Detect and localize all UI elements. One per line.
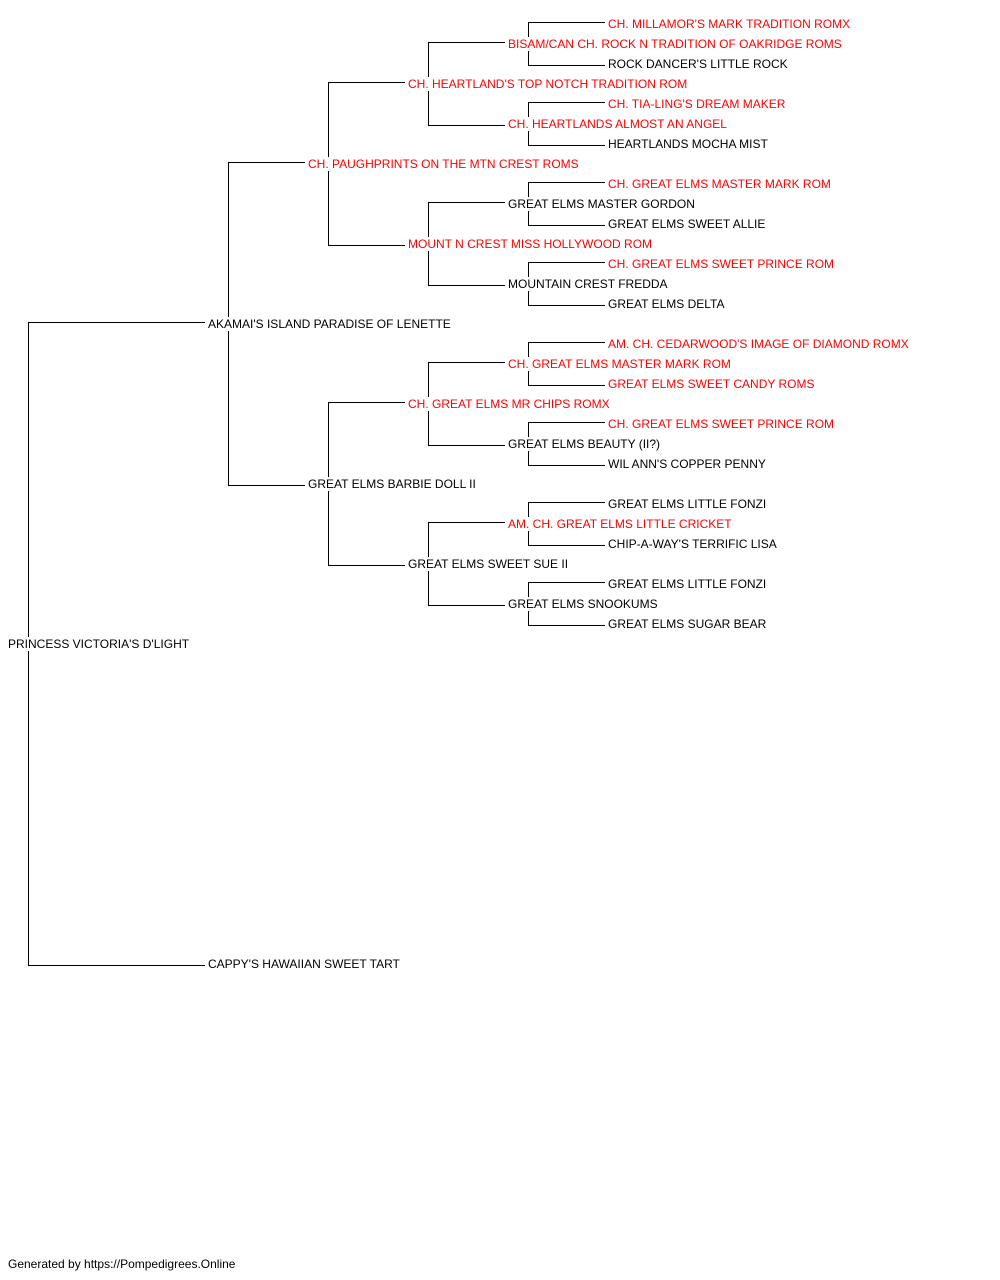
ancestor-name: MOUNTAIN CREST FREDDA — [508, 277, 670, 291]
ancestor-name: CH. TIA-LING'S DREAM MAKER — [608, 97, 788, 111]
ancestor-name: CH. GREAT ELMS SWEET PRINCE ROM — [608, 257, 837, 271]
ancestor-name: CH. GREAT ELMS SWEET PRINCE ROM — [608, 417, 837, 431]
ancestor-name: BISAM/CAN CH. ROCK N TRADITION OF OAKRID… — [508, 37, 844, 51]
ancestor-name: GREAT ELMS SWEET ALLIE — [608, 217, 768, 231]
granddam-name: GREAT ELMS BARBIE DOLL II — [308, 477, 478, 491]
ancestor-name: GREAT ELMS SUGAR BEAR — [608, 617, 769, 631]
ancestor-name: MOUNT N CREST MISS HOLLYWOOD ROM — [408, 237, 655, 251]
ancestor-name: CH. GREAT ELMS MASTER MARK ROM — [508, 357, 733, 371]
ancestor-name: CH. HEARTLAND'S TOP NOTCH TRADITION ROM — [408, 77, 690, 91]
ancestor-name: CH. GREAT ELMS MR CHIPS ROMX — [408, 397, 612, 411]
ancestor-name: GREAT ELMS SWEET SUE II — [408, 557, 571, 571]
ancestor-name: WIL ANN'S COPPER PENNY — [608, 457, 768, 471]
ancestor-name: CH. HEARTLANDS ALMOST AN ANGEL — [508, 117, 729, 131]
ancestor-name: AM. CH. GREAT ELMS LITTLE CRICKET — [508, 517, 734, 531]
ancestor-name: CHIP-A-WAY'S TERRIFIC LISA — [608, 537, 779, 551]
grandsire-name: CH. PAUGHPRINTS ON THE MTN CREST ROMS — [308, 157, 581, 171]
ancestor-name: GREAT ELMS LITTLE FONZI — [608, 497, 769, 511]
ancestor-name: GREAT ELMS BEAUTY (II?) — [508, 437, 663, 451]
dam-name: CAPPY'S HAWAIIAN SWEET TART — [208, 957, 402, 971]
ancestor-name: GREAT ELMS LITTLE FONZI — [608, 577, 769, 591]
ancestor-name: CH. GREAT ELMS MASTER MARK ROM — [608, 177, 833, 191]
ancestor-name: ROCK DANCER'S LITTLE ROCK — [608, 57, 790, 71]
ancestor-name: GREAT ELMS SNOOKUMS — [508, 597, 660, 611]
generated-by-footer: Generated by https://Pompedigrees.Online — [8, 1257, 236, 1271]
ancestor-name: HEARTLANDS MOCHA MIST — [608, 137, 770, 151]
ancestor-name: GREAT ELMS SWEET CANDY ROMS — [608, 377, 817, 391]
ancestor-name: GREAT ELMS DELTA — [608, 297, 727, 311]
ancestor-name: GREAT ELMS MASTER GORDON — [508, 197, 697, 211]
subject-name: PRINCESS VICTORIA'S D'LIGHT — [8, 637, 192, 651]
ancestor-name: AM. CH. CEDARWOOD'S IMAGE OF DIAMOND ROM… — [608, 337, 911, 351]
sire-name: AKAMAI'S ISLAND PARADISE OF LENETTE — [208, 317, 453, 331]
ancestor-name: CH. MILLAMOR'S MARK TRADITION ROMX — [608, 17, 853, 31]
